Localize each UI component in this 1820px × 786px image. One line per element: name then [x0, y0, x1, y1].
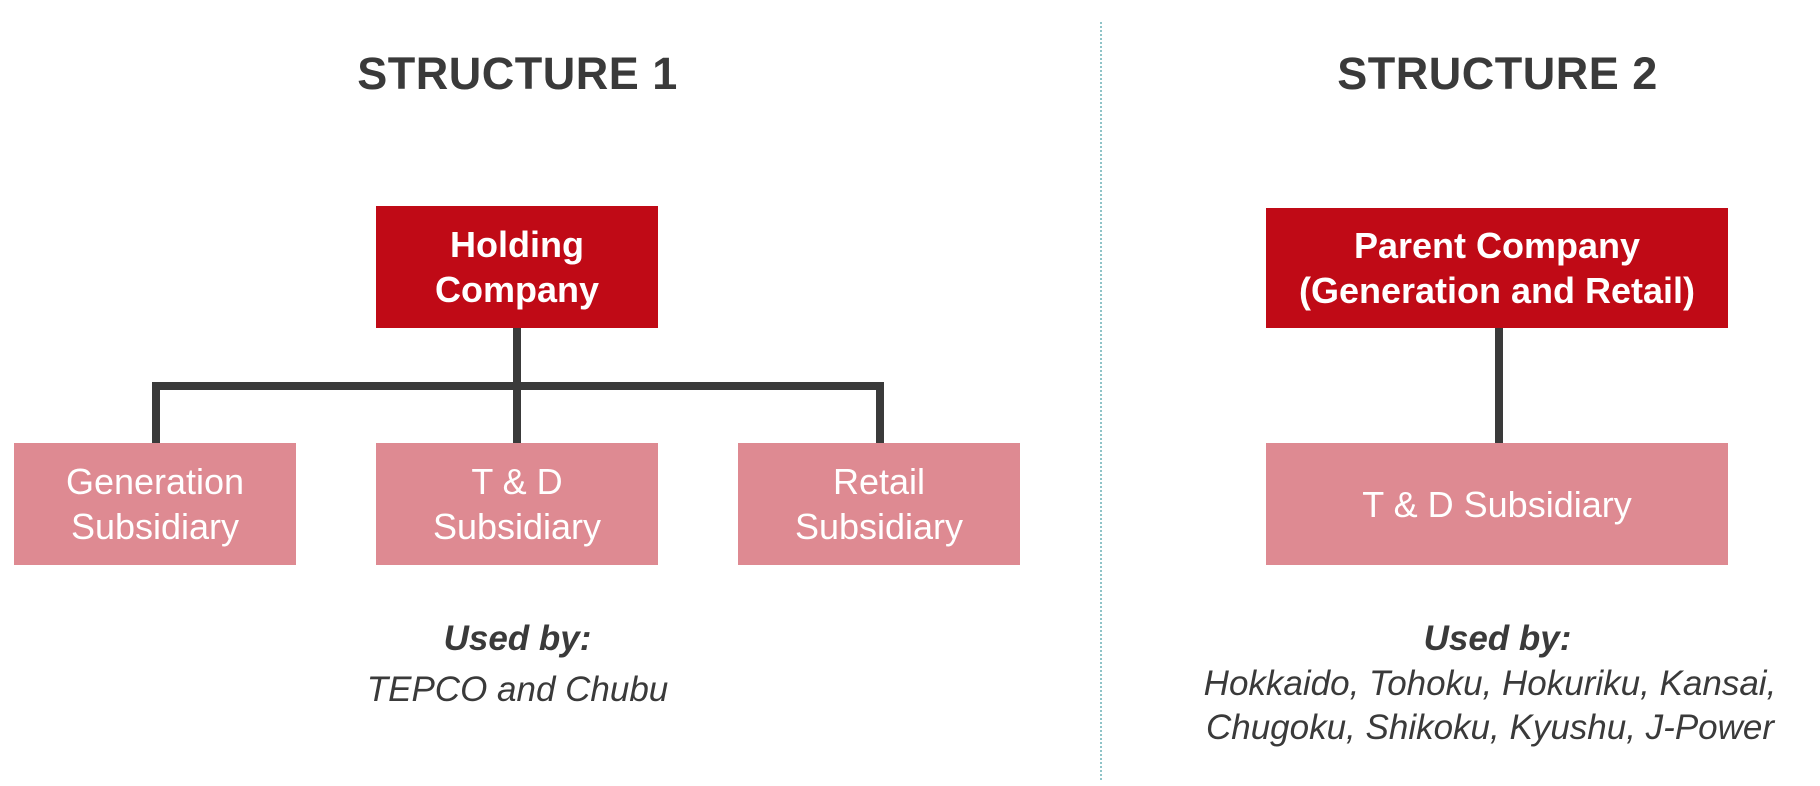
parent-company-label-line2: (Generation and Retail)	[1298, 270, 1696, 311]
td-subsidiary-2-box: T & D Subsidiary	[1266, 443, 1728, 565]
connector-to-generation	[152, 382, 160, 443]
structure-1-used-by-value: TEPCO and Chubu	[366, 670, 669, 709]
structure-1-used-by-label: Used by:	[443, 619, 592, 658]
parent-company-label-line1: Parent Company	[1353, 225, 1641, 266]
td-subsidiary-label-line1: T & D	[471, 461, 563, 502]
holding-company-label-line2: Company	[434, 269, 600, 310]
structure-1-title: STRUCTURE 1	[357, 48, 678, 99]
connector-holding-horizontal	[152, 382, 884, 390]
td-subsidiary-box: T & D Subsidiary	[376, 443, 658, 565]
generation-subsidiary-box: Generation Subsidiary	[14, 443, 296, 565]
structure-divider	[1100, 22, 1102, 780]
connector-parent-to-td	[1495, 328, 1503, 443]
parent-company-box: Parent Company (Generation and Retail)	[1266, 208, 1728, 328]
retail-subsidiary-box: Retail Subsidiary	[738, 443, 1020, 565]
structure-2-used-by-value-line1: Hokkaido, Tohoku, Hokuriku, Kansai,	[1203, 664, 1777, 703]
td-subsidiary-2-label: T & D Subsidiary	[1362, 483, 1632, 525]
structure-2-title: STRUCTURE 2	[1337, 48, 1658, 99]
structure-2-used-by-value: Hokkaido, Tohoku, Hokuriku, Kansai, Chug…	[1160, 662, 1820, 750]
generation-subsidiary-label-line1: Generation	[65, 461, 245, 502]
holding-company-box: Holding Company	[376, 206, 658, 328]
connector-to-retail	[876, 382, 884, 443]
structure-2-used-by-label: Used by:	[1423, 619, 1572, 658]
retail-subsidiary-label-line1: Retail	[832, 461, 926, 502]
structure-2-used-by-value-line2: Chugoku, Shikoku, Kyushu, J-Power	[1205, 708, 1775, 747]
td-subsidiary-label-line2: Subsidiary	[432, 506, 602, 547]
retail-subsidiary-label-line2: Subsidiary	[794, 506, 964, 547]
holding-company-label-line1: Holding	[450, 224, 584, 265]
generation-subsidiary-label-line2: Subsidiary	[70, 506, 240, 547]
